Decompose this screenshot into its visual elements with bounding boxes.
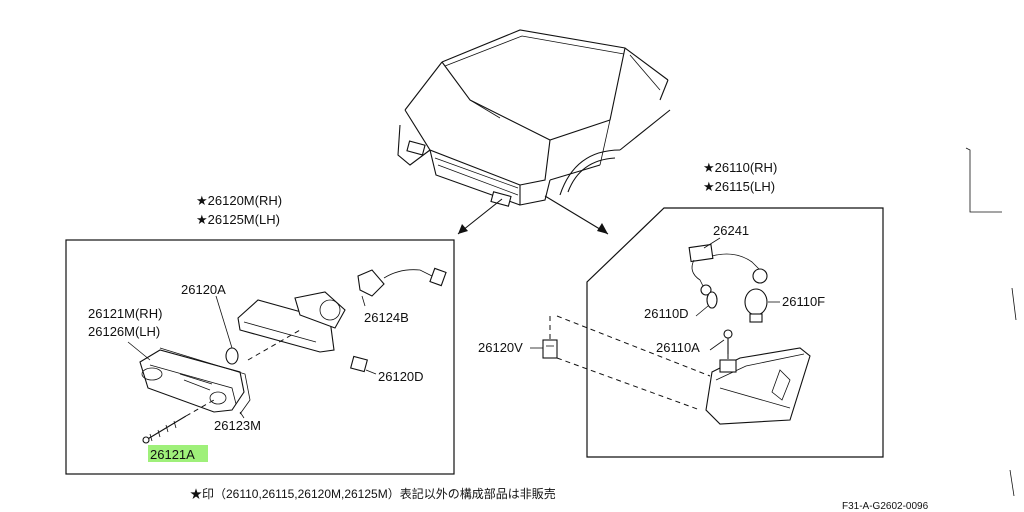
bulb-26120A bbox=[215, 295, 239, 365]
left-lamp-lens bbox=[139, 349, 245, 413]
diagram-code: F31-A-G2602-0096 bbox=[842, 501, 929, 512]
label-26120A: 26120A bbox=[181, 282, 226, 297]
bulb-26110F bbox=[744, 288, 768, 323]
label-26123M: 26123M bbox=[214, 418, 261, 433]
label-26120D: 26120D bbox=[378, 369, 424, 384]
left-lamp-gasket bbox=[159, 347, 251, 415]
label-26121A: 26121A bbox=[150, 447, 195, 462]
label-26110D: 26110D bbox=[644, 306, 689, 321]
left-title-lh: ★26125M(LH) bbox=[196, 212, 280, 227]
right-title-rh: ★26110(RH) bbox=[703, 160, 777, 175]
label-26120V: 26120V bbox=[478, 340, 523, 355]
car-illustration bbox=[397, 29, 671, 207]
right-lamp-assembly bbox=[705, 347, 811, 425]
bulb-26110D bbox=[706, 291, 718, 309]
screw-26121A bbox=[142, 399, 215, 444]
pointer-arrows bbox=[457, 195, 609, 235]
left-title-rh: ★26120M(RH) bbox=[196, 193, 282, 208]
label-26110F: 26110F bbox=[782, 294, 825, 309]
left-assembly-box bbox=[65, 239, 455, 475]
footnote: ★印（26110,26115,26120M,26125M）表記以外の構成部品は非… bbox=[190, 486, 556, 501]
left-lamp-housing bbox=[237, 291, 346, 353]
label-26124B: 26124B bbox=[364, 310, 409, 325]
label-26126M-lh: 26126M(LH) bbox=[88, 324, 160, 339]
label-26121A-highlight bbox=[148, 445, 208, 462]
harness-26241 bbox=[688, 243, 768, 296]
label-26121M-rh: 26121M(RH) bbox=[88, 306, 162, 321]
label-26110A: 26110A bbox=[656, 340, 700, 355]
clip-26120V bbox=[542, 339, 558, 359]
right-leaders bbox=[530, 237, 780, 411]
right-assembly-box bbox=[586, 207, 884, 458]
right-title-lh: ★26115(LH) bbox=[703, 179, 775, 194]
left-leaders bbox=[127, 295, 366, 419]
clip-26120D bbox=[350, 355, 377, 375]
label-26241: 26241 bbox=[713, 223, 749, 238]
socket-26124B bbox=[357, 267, 447, 297]
edge-fragment-marks bbox=[965, 147, 1017, 497]
